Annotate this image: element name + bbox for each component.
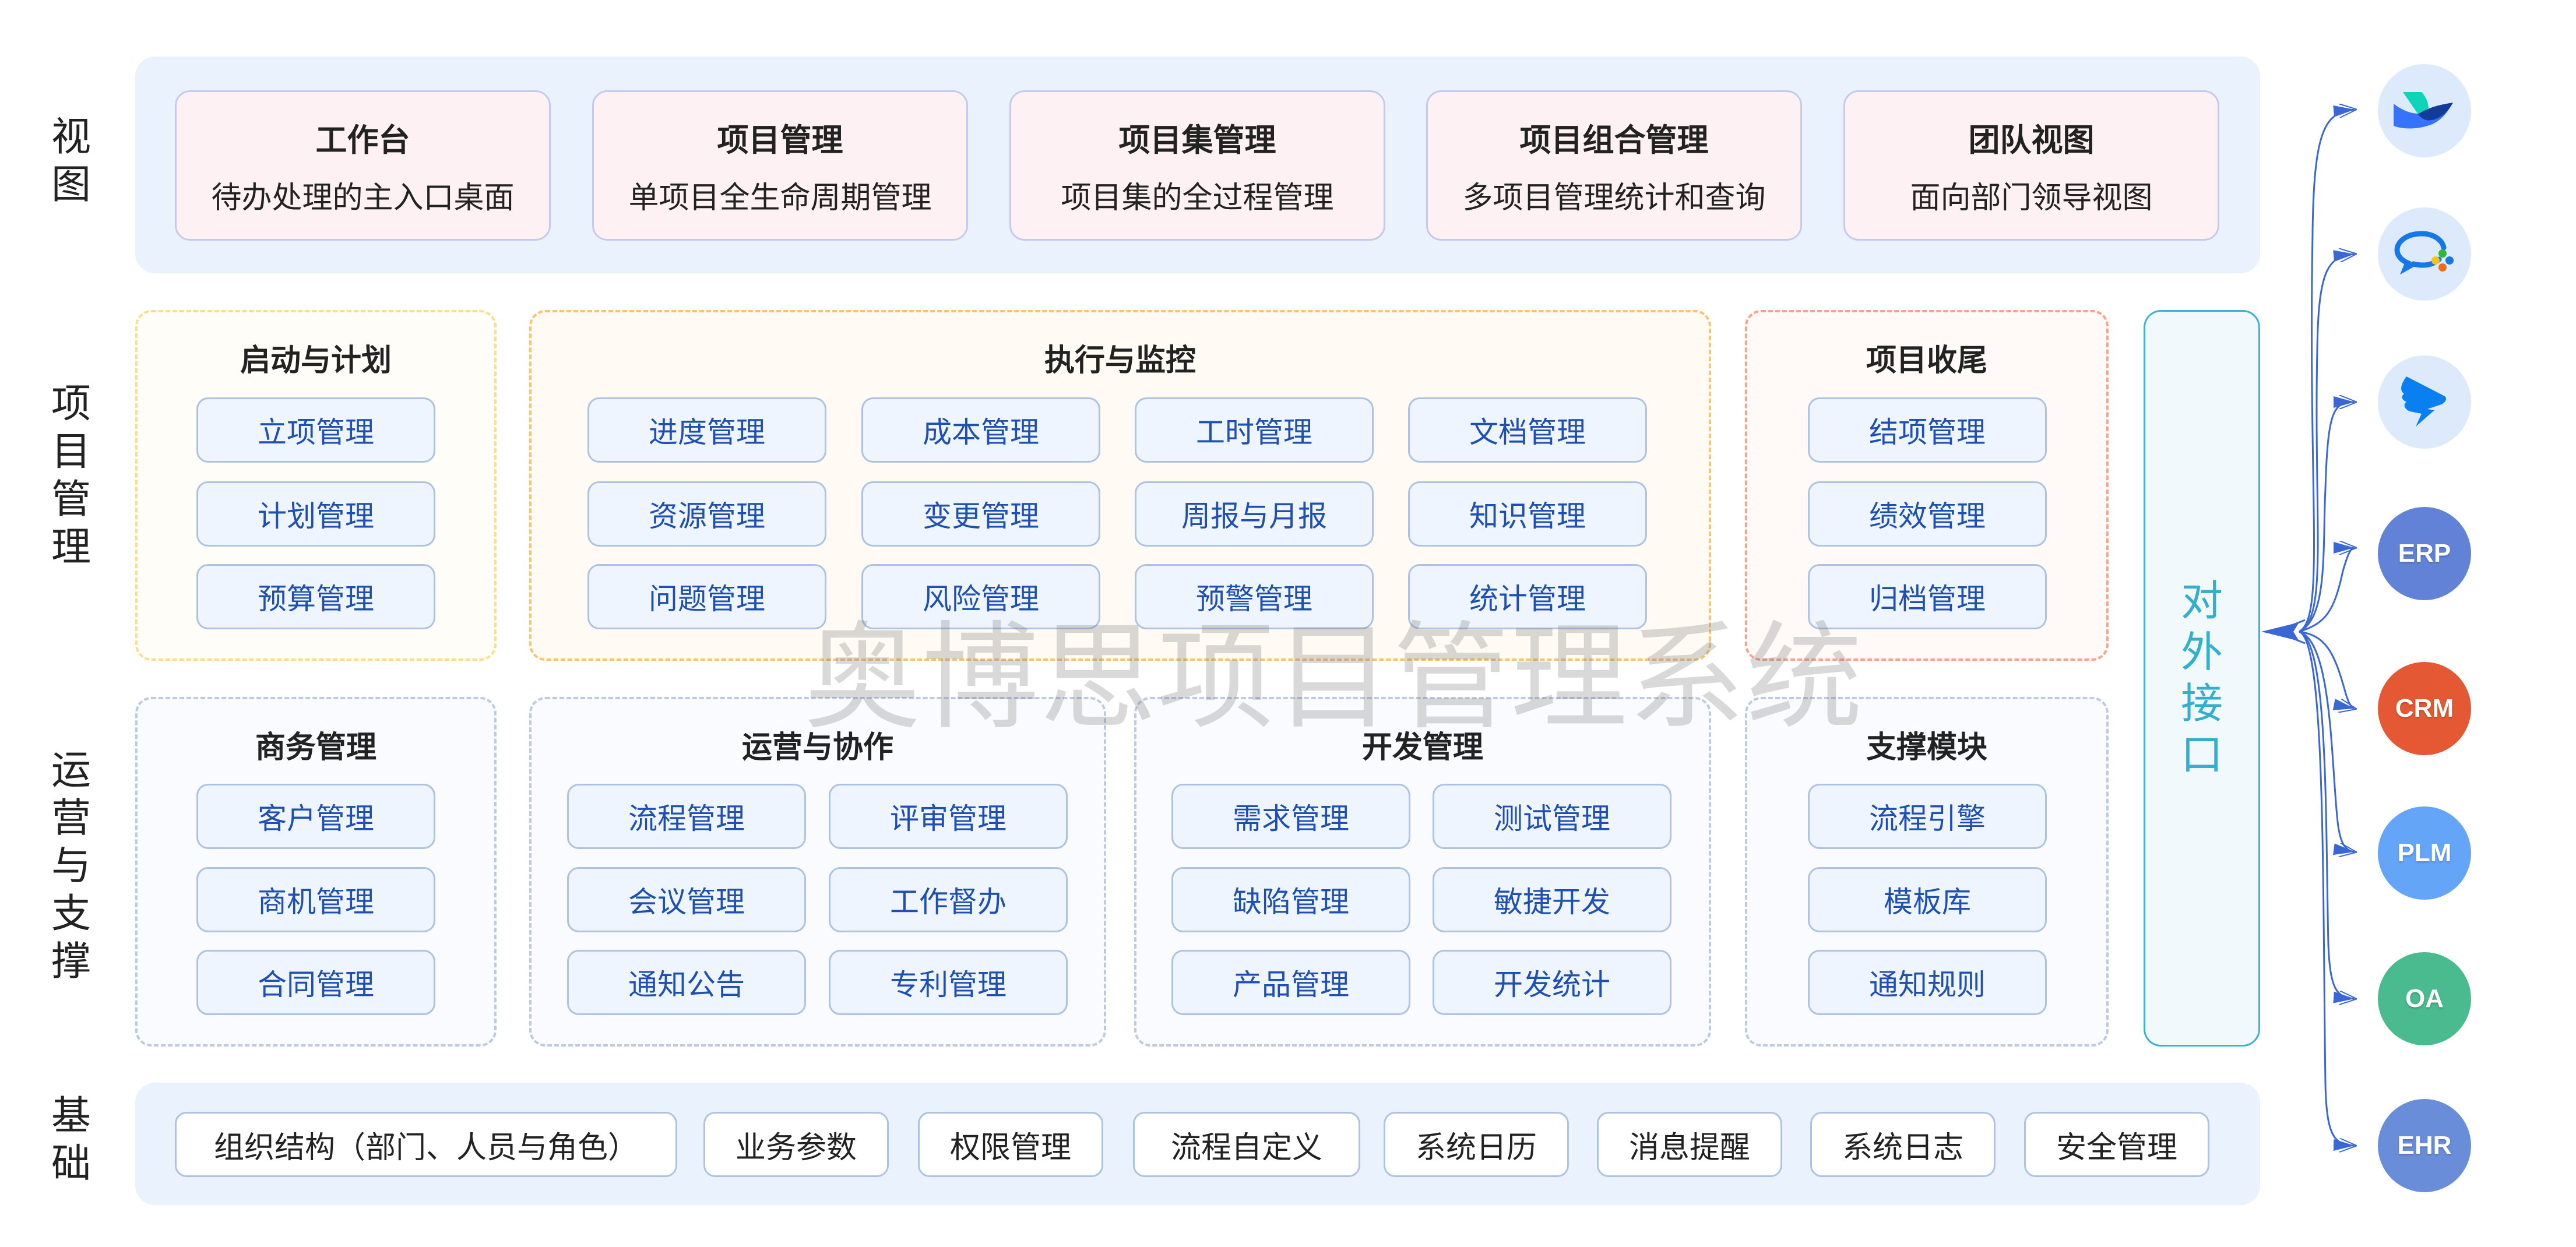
module-item[interactable]: 立项管理 [196,397,435,463]
module-item[interactable]: 模板库 [1808,867,2047,932]
plm-system-icon[interactable]: PLM [2378,806,2471,900]
module-item[interactable]: 需求管理 [1171,784,1410,849]
foundation-item[interactable]: 系统日志 [1810,1112,1996,1177]
row-label-project-mgmt: 项目管理 [41,373,93,583]
view-card-title: 项目集管理 [1118,122,1276,158]
view-card-subtitle: 多项目管理统计和查询 [1462,181,1766,216]
module-item[interactable]: 缺陷管理 [1171,867,1410,932]
module-item[interactable]: 产品管理 [1171,950,1410,1015]
module-item[interactable]: 评审管理 [829,784,1068,849]
crm-system-icon[interactable]: CRM [2378,662,2471,755]
wecom-logo-icon[interactable] [2378,207,2471,301]
module-item[interactable]: 进度管理 [587,397,826,463]
module-item[interactable]: 预警管理 [1135,564,1374,629]
module-item[interactable]: 成本管理 [861,397,1100,463]
group-title: 执行与监控 [1044,343,1196,378]
module-item[interactable]: 结项管理 [1808,397,2047,463]
module-item[interactable]: 统计管理 [1408,564,1647,629]
module-item[interactable]: 流程引擎 [1808,784,2047,849]
row-label-view: 视图 [41,111,93,216]
view-card-subtitle: 单项目全生命周期管理 [628,181,932,216]
dingtalk-wing-icon [2401,376,2446,427]
foundation-item[interactable]: 流程自定义 [1133,1112,1360,1177]
module-item[interactable]: 工时管理 [1135,397,1374,463]
foundation-item[interactable]: 业务参数 [703,1112,889,1177]
view-card-title: 工作台 [315,122,410,158]
module-item[interactable]: 资源管理 [587,481,826,547]
module-item[interactable]: 流程管理 [567,784,806,849]
row-label-operations: 运营与支撑 [41,740,93,996]
module-item[interactable]: 计划管理 [196,481,435,547]
row-label-text: 基础 [44,1094,90,1190]
module-item[interactable]: 测试管理 [1433,784,1671,849]
interface-char: 接 [2180,679,2223,728]
module-item[interactable]: 工作督办 [829,867,1068,932]
view-card-workbench[interactable]: 工作台 待办处理的主入口桌面 [175,90,551,241]
interface-char: 外 [2180,628,2223,677]
module-item[interactable]: 合同管理 [196,950,435,1015]
view-card-title: 团队视图 [1968,122,2095,158]
module-item[interactable]: 文档管理 [1408,397,1647,463]
view-card-subtitle: 待办处理的主入口桌面 [211,181,515,216]
foundation-item[interactable]: 权限管理 [918,1112,1103,1177]
group-closing: 项目收尾 [1745,310,2109,661]
row-label-text: 运营与支撑 [44,749,90,988]
view-card-title: 项目管理 [717,122,843,158]
view-card-subtitle: 项目集的全过程管理 [1061,181,1334,216]
module-item[interactable]: 知识管理 [1408,481,1647,547]
row-label-text: 视图 [44,115,90,211]
module-item[interactable]: 问题管理 [587,564,826,629]
oa-system-icon[interactable]: OA [2378,952,2471,1045]
foundation-item[interactable]: 消息提醒 [1597,1112,1782,1177]
view-card-project[interactable]: 项目管理 单项目全生命周期管理 [592,90,968,241]
view-card-program[interactable]: 项目集管理 项目集的全过程管理 [1009,90,1385,241]
module-item[interactable]: 开发统计 [1433,950,1671,1015]
group-title: 开发管理 [1361,730,1483,765]
row-label-text: 项目管理 [44,382,90,573]
foundation-item[interactable]: 组织结构（部门、人员与角色） [175,1112,677,1177]
ehr-system-icon[interactable]: EHR [2378,1099,2471,1192]
erp-system-icon[interactable]: ERP [2378,507,2471,600]
module-item[interactable]: 预算管理 [196,564,435,629]
view-card-title: 项目组合管理 [1519,122,1709,158]
view-card-portfolio[interactable]: 项目组合管理 多项目管理统计和查询 [1426,90,1802,241]
interface-char: 口 [2180,730,2223,779]
module-item[interactable]: 变更管理 [861,481,1100,547]
module-item[interactable]: 通知公告 [567,950,806,1015]
feishu-bird-icon [2394,92,2453,129]
external-interface-box[interactable]: 对 外 接 口 [2144,310,2260,1047]
module-item[interactable]: 客户管理 [196,784,435,849]
foundation-item[interactable]: 安全管理 [2024,1112,2209,1177]
view-card-team[interactable]: 团队视图 面向部门领导视图 [1843,90,2219,241]
feishu-logo-icon[interactable] [2378,64,2471,157]
dingtalk-logo-icon[interactable] [2378,355,2471,449]
module-item[interactable]: 通知规则 [1808,950,2047,1015]
double-arrow-head-left-icon [2261,619,2306,644]
wecom-chat-icon [2394,231,2454,275]
group-title: 支撑模块 [1866,730,1987,765]
view-card-subtitle: 面向部门领导视图 [1910,181,2153,216]
foundation-item[interactable]: 系统日历 [1384,1112,1569,1177]
module-item[interactable]: 归档管理 [1808,564,2047,629]
group-title: 项目收尾 [1866,343,1987,378]
row-label-foundation: 基础 [41,1090,93,1195]
group-title: 启动与计划 [240,343,392,378]
module-item[interactable]: 专利管理 [829,950,1068,1015]
module-item[interactable]: 会议管理 [567,867,806,932]
group-title: 运营与协作 [741,730,893,765]
interface-char: 对 [2180,576,2223,626]
module-item[interactable]: 风险管理 [861,564,1100,629]
module-item[interactable]: 商机管理 [196,867,435,932]
module-item[interactable]: 绩效管理 [1808,481,2047,547]
group-title: 商务管理 [255,730,376,765]
module-item[interactable]: 周报与月报 [1135,481,1374,547]
module-item[interactable]: 敏捷开发 [1433,867,1671,932]
